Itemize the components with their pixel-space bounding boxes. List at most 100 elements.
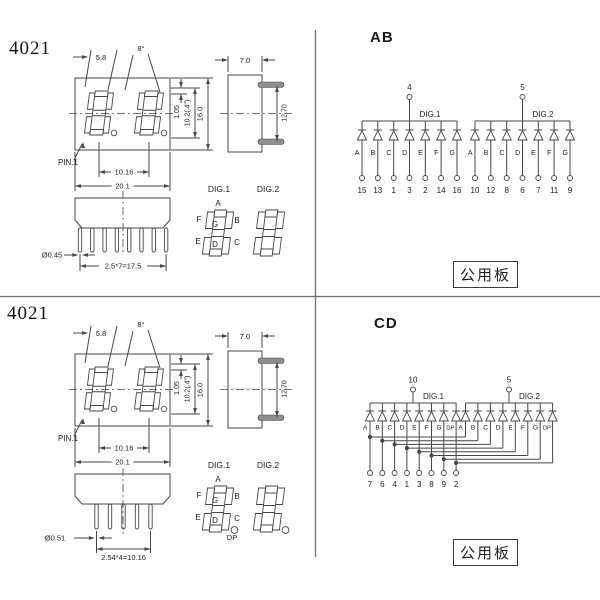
pin-number: 9 [442, 480, 447, 489]
seven-segment-digit [84, 90, 114, 136]
arrowhead [144, 547, 151, 551]
side-pin [257, 81, 285, 88]
segment-label: D [402, 150, 407, 157]
dim-label: 2.5*7=17.5 [105, 262, 142, 271]
part-number-top: 4021 [9, 38, 51, 59]
line [124, 330, 134, 367]
segment [94, 366, 109, 373]
pin-terminal [535, 175, 542, 181]
diode [377, 410, 388, 422]
line [107, 49, 118, 91]
arrowhead [99, 170, 105, 174]
pin-number: 16 [453, 186, 462, 195]
label-bg [99, 261, 148, 271]
dim-label: 20.1 [115, 458, 130, 467]
segment [208, 524, 223, 533]
pin-number: 6 [520, 186, 525, 195]
segment-label: B [371, 150, 376, 157]
dim-label: 7.0 [240, 56, 250, 65]
junction-dot [392, 442, 397, 447]
junction-dot [417, 449, 422, 454]
segment-label: C [386, 150, 391, 157]
segment-label: G [562, 150, 567, 157]
segment-label: A [459, 425, 464, 432]
pin-terminal [374, 175, 381, 181]
side-pin [257, 357, 285, 364]
dp-dot [230, 526, 239, 534]
segment [105, 92, 114, 110]
diode [548, 129, 560, 141]
label-bg [111, 443, 137, 453]
circuit-ab: 4DIG.1A15B13C1D3E2F14G165DIG.2A10B12C8D6… [355, 83, 576, 195]
segment-label: C [483, 425, 488, 432]
junction-dot [441, 457, 446, 462]
segment [211, 229, 225, 237]
segment [152, 392, 162, 410]
pin-terminal [487, 175, 494, 181]
arrowhead [72, 253, 79, 257]
segment [275, 487, 286, 505]
dig2-label: DIG.2 [257, 460, 279, 470]
segment [86, 92, 96, 110]
line [147, 329, 161, 369]
pin [139, 227, 144, 253]
common-terminal [410, 386, 416, 393]
segment [201, 237, 212, 255]
segment-label: A [363, 425, 368, 432]
diode [547, 410, 558, 422]
seven-segment-digit [252, 485, 286, 533]
arrowhead [222, 58, 228, 62]
dig2-label: DIG.2 [257, 184, 279, 194]
package-outline [74, 473, 171, 505]
segment-label: D [515, 150, 520, 157]
segment-label: E [412, 425, 417, 432]
arrowhead [206, 354, 210, 360]
segment-label: DP [446, 426, 454, 432]
dig1-label: DIG.1 [208, 460, 230, 470]
arrowhead [75, 460, 81, 464]
line [124, 54, 134, 91]
diode [413, 410, 425, 422]
segment-name: E [195, 237, 200, 246]
segment [152, 116, 162, 134]
junction-dot [367, 434, 373, 440]
segment [105, 368, 114, 386]
pin [148, 503, 153, 530]
diode [364, 410, 376, 422]
segment-label: A [355, 150, 360, 157]
pin-terminal [406, 175, 413, 181]
line [84, 49, 92, 88]
arrowhead [206, 144, 210, 150]
segment-name: A [215, 199, 221, 208]
segment [134, 392, 143, 410]
seven-segment-digit [84, 366, 114, 412]
arrowhead [222, 334, 228, 338]
junction-dot [429, 453, 434, 458]
pin-number: 13 [373, 186, 382, 195]
dim-label: 8° [137, 44, 144, 53]
dim-label: 1.05 [174, 105, 181, 119]
segment [224, 487, 235, 505]
pin-number: 3 [407, 186, 412, 195]
segment [94, 90, 109, 97]
arrowhead [262, 58, 268, 62]
segment [144, 90, 159, 97]
seven-segment-digit [134, 366, 164, 412]
segment-label: F [434, 150, 438, 157]
diode [404, 129, 415, 141]
arrowhead [262, 334, 268, 338]
arrowhead [82, 253, 88, 257]
segment [205, 487, 216, 505]
pin-number: 4 [392, 480, 397, 489]
arrowhead [179, 370, 183, 376]
segment [84, 116, 93, 134]
dim-label: 8° [137, 320, 144, 329]
part-number-bottom: 4021 [7, 303, 49, 324]
arrowhead [143, 170, 149, 174]
diode [485, 129, 497, 141]
segment [141, 109, 157, 117]
arrowhead [80, 264, 86, 268]
segment [155, 92, 164, 110]
